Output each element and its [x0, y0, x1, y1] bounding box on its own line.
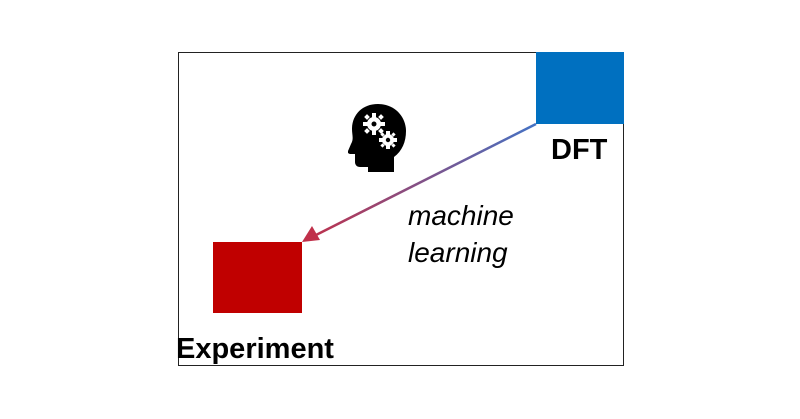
experiment-label: Experiment — [176, 333, 334, 365]
machine-learning-label: machine learning — [408, 197, 514, 271]
diagram-frame — [178, 52, 624, 366]
head-with-gears-icon — [348, 104, 406, 172]
ml-label-line1: machine — [408, 200, 514, 231]
ml-arrow-line — [315, 122, 537, 237]
ml-arrowhead — [302, 226, 320, 242]
dft-label: DFT — [551, 134, 608, 166]
dft-box — [536, 52, 624, 124]
ml-label-line2: learning — [408, 237, 508, 268]
experiment-box — [213, 242, 302, 313]
